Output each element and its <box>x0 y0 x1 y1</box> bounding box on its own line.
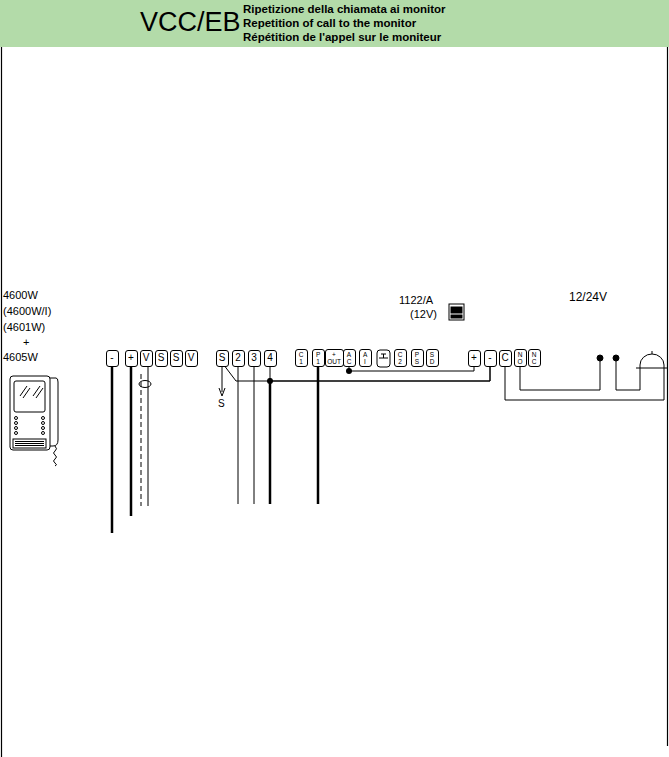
button-terminal <box>377 350 390 367</box>
wire-connector <box>270 367 490 382</box>
terminal-label: 2 <box>235 352 241 364</box>
terminal-label: A I <box>363 351 367 365</box>
subtitle: Répétition de l'appel sur le moniteur <box>243 31 441 45</box>
wire-connector <box>349 367 474 372</box>
terminal-label: - <box>488 352 491 364</box>
terminal-box: 4 <box>264 350 277 367</box>
wire <box>112 360 352 533</box>
terminal-label: - <box>110 352 113 364</box>
terminal-box: P 1 <box>312 349 325 367</box>
terminal-box: P S <box>411 349 424 367</box>
terminal-label: N C <box>532 351 537 365</box>
terminal-label: 3 <box>251 352 257 364</box>
part-label: 4605W <box>3 351 38 364</box>
frame-line <box>667 47 668 746</box>
terminal-box: N O <box>514 349 527 367</box>
part-label: 1122/A <box>399 294 433 307</box>
terminal-label: V <box>143 352 150 364</box>
terminal-label: C 2 <box>398 351 403 365</box>
terminal-box: C 2 <box>394 349 407 367</box>
terminal-label: C 1 <box>299 351 304 365</box>
monitor-illustration <box>10 376 58 466</box>
terminal-box: A I <box>359 349 372 367</box>
terminal-label: 4 <box>267 352 273 364</box>
terminal-label: S <box>158 352 165 364</box>
subtitle: Repetition of call to the monitor <box>243 17 416 31</box>
terminal-label: S D <box>430 351 435 365</box>
terminal-box: C 1 <box>295 349 308 367</box>
part-label: (4601W) <box>3 321 45 334</box>
part-label: 4600W <box>3 289 38 302</box>
terminal-box: N C <box>528 349 541 367</box>
part-label: (12V) <box>410 308 437 321</box>
terminal-box: + <box>125 350 138 367</box>
terminal-label: + <box>128 352 134 364</box>
terminal-box: S D <box>426 349 439 367</box>
terminal-box: V <box>185 350 198 367</box>
terminal-box: + <box>468 350 481 367</box>
terminal-box: V <box>140 350 153 367</box>
terminal-box: 2 <box>232 350 245 367</box>
terminal-box: - <box>106 350 119 367</box>
terminal-box: A C <box>343 349 356 367</box>
signal-name: S <box>218 398 225 410</box>
frame-line <box>1 47 2 757</box>
part-label: + <box>23 336 29 349</box>
terminal-box: S <box>216 350 229 367</box>
terminal-label: + OUT <box>327 351 341 365</box>
terminal-label: S <box>173 352 180 364</box>
diagram-title: VCC/EB <box>140 6 241 38</box>
terminal-box: 3 <box>248 350 261 367</box>
part-label: 12/24V <box>569 290 607 304</box>
terminal-box: - <box>484 350 497 367</box>
terminal-label: C <box>501 352 508 364</box>
terminal-label: + <box>471 352 477 364</box>
terminal-box: S <box>155 350 168 367</box>
terminal-box: C <box>499 350 512 367</box>
terminal-label: P 1 <box>316 351 320 365</box>
wire-connector <box>225 367 490 382</box>
terminal-box: + OUT <box>325 349 344 367</box>
terminal-label: P S <box>415 351 419 365</box>
terminal-box: S <box>170 350 183 367</box>
terminal-label: N O <box>517 351 522 365</box>
part-label: (4600W/I) <box>3 305 51 318</box>
header-band <box>0 0 669 47</box>
bell-symbol <box>636 351 668 368</box>
relay-icon <box>449 304 464 320</box>
terminal-label: V <box>188 352 195 364</box>
terminal-label: A C <box>347 351 352 365</box>
terminal-label: S <box>219 352 226 364</box>
subtitle: Ripetizione della chiamata ai monitor <box>243 3 446 17</box>
